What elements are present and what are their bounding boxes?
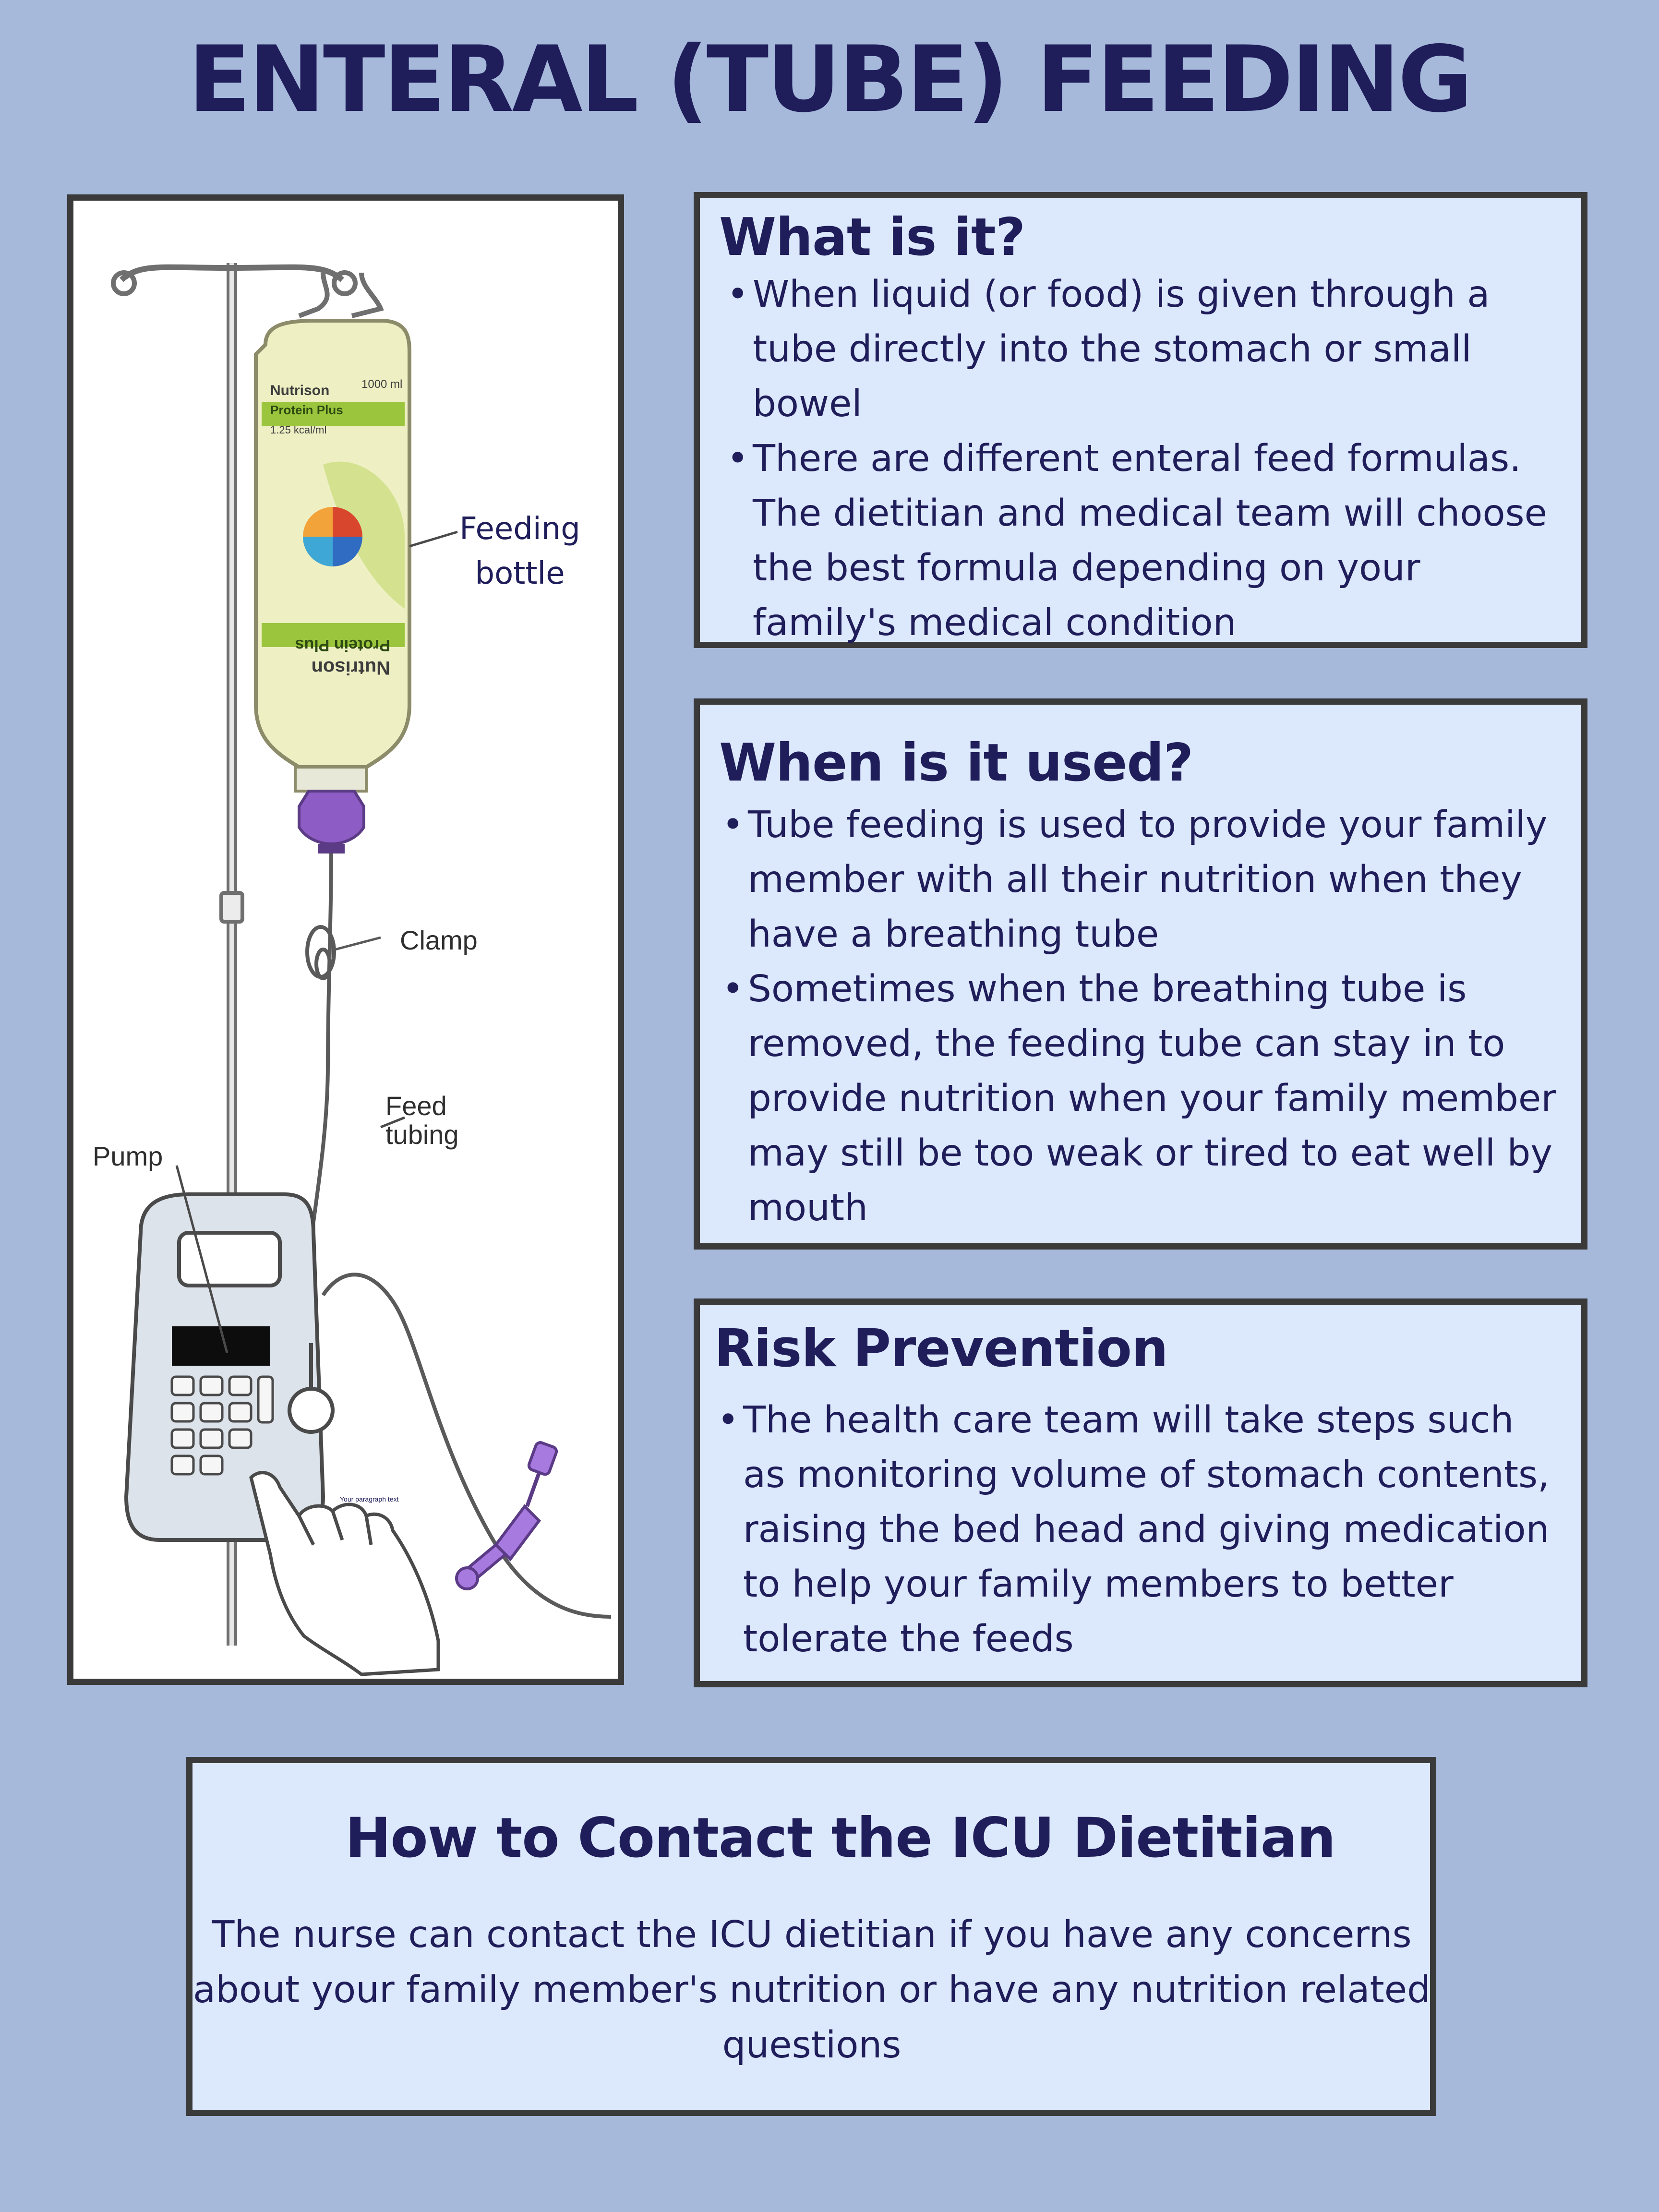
risk-prevention-list: The health care team will take steps suc… [714,1393,1567,1667]
pump-icon [124,1192,335,1542]
contact-section: How to Contact the ICU Dietitian The nur… [186,1757,1436,2116]
page-title: ENTERAL (TUBE) FEEDING [188,26,1473,132]
what-is-it-section: What is it? When liquid (or food) is giv… [694,192,1587,648]
feeding-bottle-icon: Nutrison 1000 ml Protein Plus 1.25 kcal/… [254,319,411,854]
contact-text: The nurse can contact the ICU dietitian … [192,1913,1431,2067]
list-item: Tube feeding is used to provide your fam… [719,798,1567,962]
bottle-product-text-inverted: Protein Plus [295,636,390,654]
list-item: Sometimes when the breathing tube is rem… [719,962,1567,1236]
contact-heading: How to Contact the ICU Dietitian [345,1806,1336,1870]
when-used-section: When is it used? Tube feeding is used to… [694,698,1587,1250]
hand-icon [249,1471,440,1676]
list-item: When liquid (or food) is given through a… [724,267,1567,432]
risk-prevention-section: Risk Prevention The health care team wil… [694,1298,1587,1687]
list-item: There are different enteral feed formula… [724,432,1567,650]
y-connector-icon [455,1441,558,1590]
feeding-setup-illustration: Nutrison 1000 ml Protein Plus 1.25 kcal/… [67,194,624,1685]
when-used-list: Tube feeding is used to provide your fam… [719,798,1567,1236]
feed-tubing-label-2: tubing [385,1119,459,1150]
risk-prevention-heading: Risk Prevention [714,1319,1168,1379]
bottle-brand-text: Nutrison [270,383,329,398]
bottle-product-text: Protein Plus [270,403,343,417]
bottle-volume-text: 1000 ml [361,378,402,391]
what-is-it-heading: What is it? [719,207,1025,267]
clamp-icon [305,925,381,980]
what-is-it-list: When liquid (or food) is given through a… [724,267,1567,650]
bottle-concentration-text: 1.25 kcal/ml [270,424,326,436]
clamp-label: Clamp [400,925,478,955]
pump-label: Pump [93,1141,163,1171]
list-item: The health care team will take steps suc… [714,1393,1567,1667]
bottle-brand-text-inverted: Nutrison [312,657,390,678]
feeding-bottle-label-2: bottle [475,556,565,591]
when-used-heading: When is it used? [719,733,1193,793]
stray-paragraph-text: Your paragraph text [340,1495,399,1503]
feeding-bottle-label: Feeding [459,511,580,547]
feed-tubing-label: Feed [385,1091,447,1121]
